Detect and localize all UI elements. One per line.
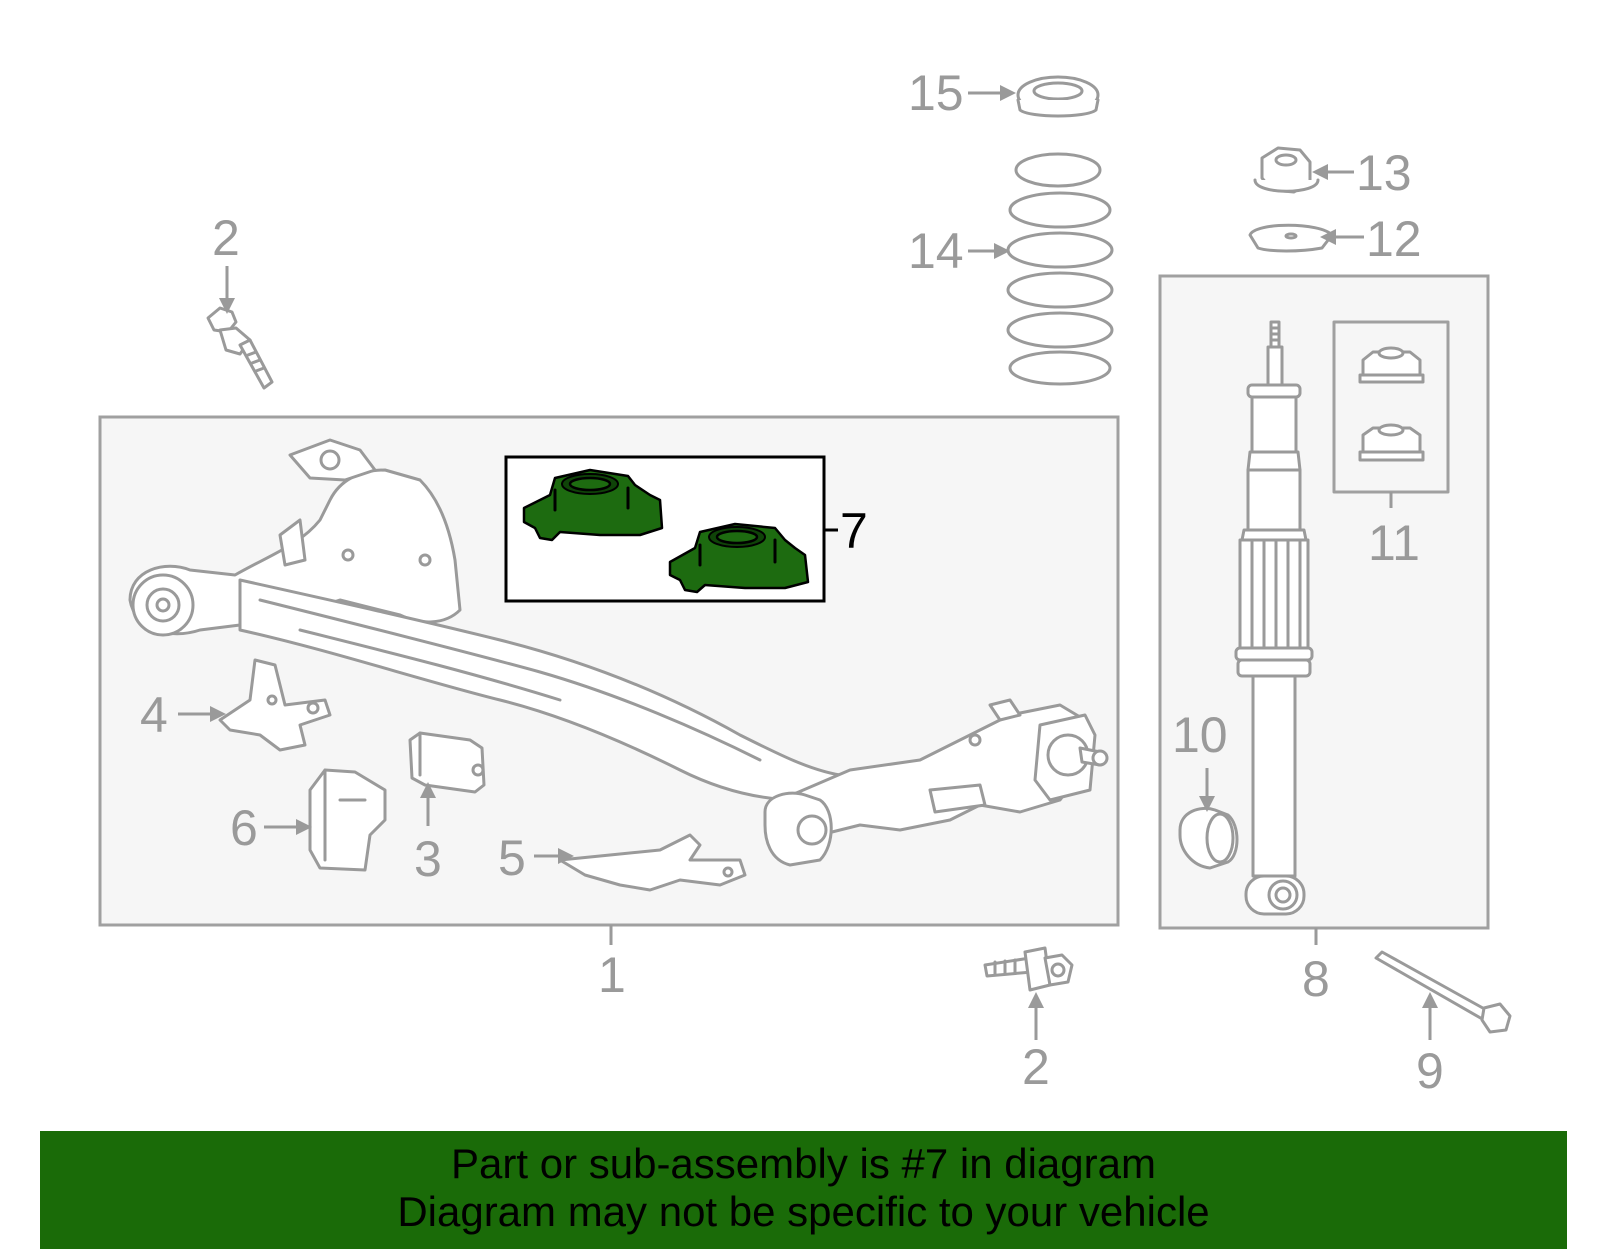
mount-part-6[interactable] [308,768,387,872]
callout-10: 10 [1172,707,1228,763]
rear-axle-beam[interactable] [128,438,1109,867]
callout-2-upper: 2 [212,210,240,266]
bolt-part-9[interactable] [1374,950,1512,1034]
mount-cushion-part-11[interactable] [1358,346,1425,462]
callout-14: 14 [908,223,964,279]
shock-absorber-part-8[interactable] [1234,320,1314,916]
footer-banner: Part or sub-assembly is #7 in diagram Di… [40,1131,1567,1249]
spring-seat-part-7-a[interactable] [522,468,664,542]
callout-15: 15 [908,65,964,121]
footer-line-part: Part or sub-assembly is #7 in diagram [451,1140,1156,1187]
callout-8: 8 [1302,951,1330,1007]
spring-seat-part-15[interactable] [1016,75,1100,118]
callout-12: 12 [1366,211,1422,267]
callout-6: 6 [230,800,258,856]
nut-part-13[interactable] [1253,146,1320,194]
footer-line-disclaimer: Diagram may not be specific to your vehi… [397,1188,1210,1235]
callout-5: 5 [498,830,526,886]
bushing-part-10[interactable] [1178,806,1239,870]
callout-arrows [178,85,1438,1040]
bracket-part-5[interactable] [558,833,747,892]
callout-1: 1 [598,947,626,1003]
callout-9: 9 [1416,1043,1444,1099]
callout-13: 13 [1356,145,1412,201]
bolt-part-2-lower[interactable] [983,946,1074,992]
callout-4: 4 [140,687,168,743]
spring-seat-part-7-b[interactable] [668,522,810,594]
callout-3: 3 [414,831,442,887]
callout-11: 11 [1368,515,1420,571]
coil-spring-part-14[interactable] [1006,152,1114,386]
part-11-box [1332,320,1450,494]
callout-7: 7 [840,503,868,559]
callout-2-lower: 2 [1022,1039,1050,1095]
washer-part-12[interactable] [1248,223,1334,253]
stopper-part-3[interactable] [408,731,486,794]
bracket-part-4[interactable] [218,658,332,752]
bolt-part-2-upper[interactable] [206,306,274,390]
